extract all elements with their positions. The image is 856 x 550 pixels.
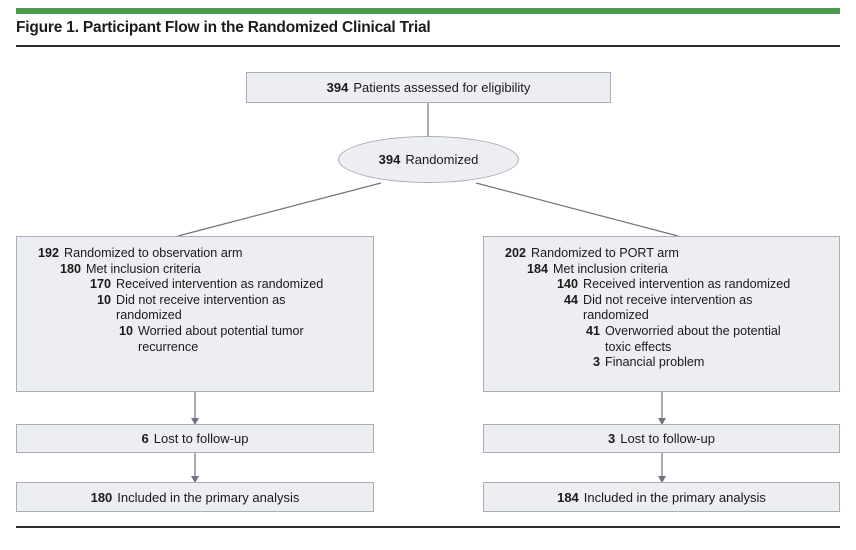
item-number: 180 bbox=[59, 261, 81, 276]
node-observation-arm: 192 Randomized to observation arm 180 Me… bbox=[16, 236, 374, 392]
figure-title: Figure 1. Participant Flow in the Random… bbox=[16, 19, 431, 36]
item-number: 44 bbox=[563, 292, 578, 307]
arrow-head-right-analysis bbox=[657, 476, 666, 483]
node-lost-right-number: 3 bbox=[608, 431, 616, 446]
list-item: 202 Randomized to PORT arm bbox=[496, 246, 829, 262]
item-label: Received intervention as randomized bbox=[583, 277, 791, 292]
node-analysis-right-label: Included in the primary analysis bbox=[583, 489, 766, 505]
list-item: 170 Received intervention as randomized bbox=[81, 277, 363, 293]
node-lost-to-followup-left: 6 Lost to follow-up bbox=[16, 424, 374, 453]
item-number: 41 bbox=[585, 323, 600, 338]
node-analysis-right-number: 184 bbox=[557, 489, 579, 505]
item-label: Did not receive intervention as randomiz… bbox=[583, 292, 753, 323]
node-lost-left-number: 6 bbox=[141, 431, 149, 446]
node-port-arm: 202 Randomized to PORT arm 184 Met inclu… bbox=[483, 236, 840, 392]
list-item: 3 Financial problem bbox=[570, 355, 829, 371]
item-label: Received intervention as randomized bbox=[116, 277, 324, 292]
node-lost-right-label: Lost to follow-up bbox=[620, 431, 715, 446]
node-analysis-left-number: 180 bbox=[90, 489, 113, 505]
item-number: 170 bbox=[89, 277, 111, 292]
list-item: 184 Met inclusion criteria bbox=[518, 262, 829, 278]
footer-divider bbox=[16, 526, 840, 528]
node-lost-to-followup-right: 3 Lost to follow-up bbox=[483, 424, 840, 453]
arrow-head-left-lost bbox=[190, 418, 199, 425]
item-number: 202 bbox=[504, 246, 526, 260]
item-number: 192 bbox=[37, 246, 59, 260]
item-number: 140 bbox=[556, 277, 578, 292]
node-assessed-number: 394 bbox=[326, 80, 349, 95]
node-assessed-for-eligibility: 394 Patients assessed for eligibility bbox=[246, 72, 611, 103]
item-label: Overworried about the potential toxic ef… bbox=[605, 323, 781, 354]
item-label: Randomized to PORT arm bbox=[531, 246, 679, 260]
node-primary-analysis-left: 180 Included in the primary analysis bbox=[16, 482, 374, 512]
node-randomized-number: 394 bbox=[378, 152, 401, 167]
list-item: 41 Overworried about the potential toxic… bbox=[570, 324, 829, 355]
item-label: Met inclusion criteria bbox=[86, 261, 201, 276]
node-lost-left-label: Lost to follow-up bbox=[153, 431, 249, 446]
item-number: 10 bbox=[96, 292, 111, 307]
item-number: 10 bbox=[118, 323, 133, 338]
item-number: 184 bbox=[526, 261, 548, 276]
item-label: Worried about potential tumor recurrence bbox=[138, 323, 304, 354]
item-label: Met inclusion criteria bbox=[553, 261, 668, 276]
arrow-head-right-lost bbox=[657, 418, 666, 425]
list-item: 192 Randomized to observation arm bbox=[29, 246, 363, 262]
node-analysis-left-label: Included in the primary analysis bbox=[117, 489, 300, 505]
node-primary-analysis-right: 184 Included in the primary analysis bbox=[483, 482, 840, 512]
list-item: 10 Did not receive intervention as rando… bbox=[81, 293, 363, 324]
arrow-head-left-analysis bbox=[190, 476, 199, 483]
list-item: 10 Worried about potential tumor recurre… bbox=[103, 324, 363, 355]
list-item: 44 Did not receive intervention as rando… bbox=[548, 293, 829, 324]
node-randomized: 394 Randomized bbox=[338, 136, 519, 183]
header-divider bbox=[16, 45, 840, 47]
node-randomized-label: Randomized bbox=[405, 152, 479, 167]
accent-bar bbox=[16, 8, 840, 14]
item-label: Financial problem bbox=[605, 355, 705, 370]
item-label: Randomized to observation arm bbox=[64, 246, 243, 260]
node-assessed-label: Patients assessed for eligibility bbox=[353, 80, 531, 95]
list-item: 140 Received intervention as randomized bbox=[548, 277, 829, 293]
item-number: 3 bbox=[592, 355, 600, 370]
item-label: Did not receive intervention as randomiz… bbox=[116, 292, 286, 323]
list-item: 180 Met inclusion criteria bbox=[51, 262, 363, 278]
